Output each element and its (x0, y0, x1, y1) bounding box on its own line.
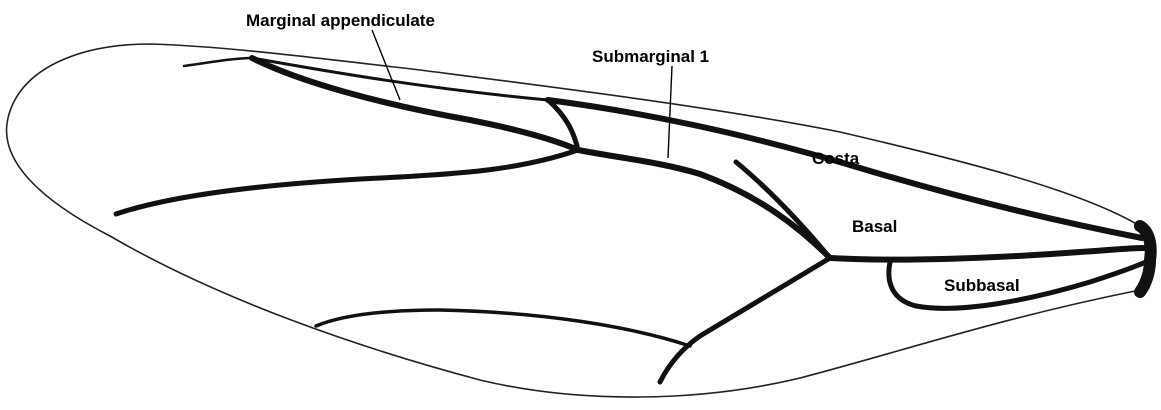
label-costa: Costa (812, 149, 860, 168)
radial-stem-vein (578, 150, 830, 258)
leader-line-submarginal-1 (668, 66, 672, 158)
label-basal: Basal (852, 217, 897, 236)
submarginal-cross-vein (736, 162, 830, 258)
label-marginal-appendiculate: Marginal appendiculate (246, 11, 435, 30)
label-subbasal: Subbasal (944, 276, 1020, 295)
median-vein (660, 258, 830, 382)
distal-radial-vein (116, 150, 578, 214)
costa-vein (548, 100, 1142, 238)
cubital-vein (316, 310, 690, 346)
marginal-appendiculate-vein (252, 58, 578, 150)
marginal-apex-vein (184, 58, 252, 66)
wing-veins (116, 58, 1151, 382)
wing-outline (7, 44, 1140, 397)
basal-trunk-vein (830, 248, 1144, 260)
label-submarginal-1: Submarginal 1 (592, 47, 709, 66)
